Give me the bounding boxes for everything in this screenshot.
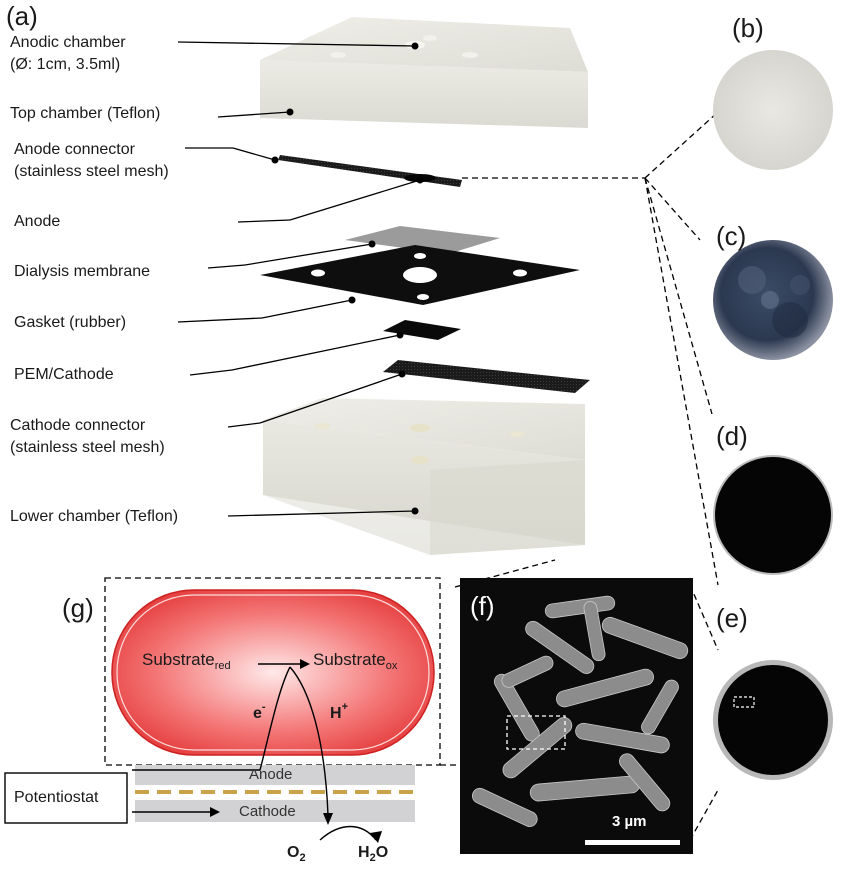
leader-dots <box>271 42 424 515</box>
sample-disc-d <box>715 457 831 573</box>
schematic-frame <box>104 577 441 766</box>
panel-label-d: (d) <box>716 421 748 451</box>
panel-label-e: (e) <box>716 603 748 633</box>
label-cathode-connector: Cathode connector <box>10 417 146 434</box>
substrate-ox-label: Substrateox <box>313 650 398 672</box>
sample-disc-b <box>713 50 833 170</box>
sample-disc-e <box>718 665 828 775</box>
label-top-chamber: Top chamber (Teflon) <box>10 105 161 122</box>
label-lower-chamber: Lower chamber (Teflon) <box>10 508 179 525</box>
electron-label: e- <box>253 701 266 722</box>
top-chamber-block <box>260 17 588 128</box>
bacterium-cell <box>111 589 435 756</box>
scale-bar-label: 3 µm <box>612 813 647 830</box>
panel-label-g: (g) <box>62 593 94 623</box>
cathode-bar-label: Cathode <box>239 803 296 820</box>
label-anodic-chamber: Anodic chamber <box>10 34 126 51</box>
potentiostat-label: Potentiostat <box>14 789 99 806</box>
flow-arrows <box>132 663 377 841</box>
proton-label: H+ <box>330 701 348 722</box>
leader-lines <box>177 41 421 517</box>
water-label: H2O <box>358 844 389 864</box>
label-anode-connector: Anode connector <box>14 141 135 158</box>
cathode-connector-mesh <box>383 360 590 393</box>
sample-dashed-lines <box>440 111 719 841</box>
lower-chamber-block <box>263 398 585 555</box>
gasket-sheet <box>260 245 580 305</box>
panel-label-a: (a) <box>6 1 38 31</box>
anode-bar-label: Anode <box>249 766 293 783</box>
label-dialysis-membrane: Dialysis membrane <box>14 263 151 280</box>
label-gasket: Gasket (rubber) <box>14 314 127 331</box>
pem-cathode-sheet <box>383 320 461 340</box>
sample-e-zoom-box <box>733 696 755 708</box>
label-cathode-connector-material: (stainless steel mesh) <box>10 439 165 456</box>
potentiostat-box <box>4 772 128 824</box>
panel-label-f: (f) <box>470 591 495 621</box>
oxygen-label: O2 <box>287 844 306 864</box>
dialysis-membrane-sheet <box>345 226 500 254</box>
label-anodic-chamber-size: (Ø: 1cm, 3.5ml) <box>10 56 121 73</box>
substrate-red-label: Substratered <box>142 650 231 672</box>
panel-label-c: (c) <box>716 221 747 251</box>
label-pem-cathode: PEM/Cathode <box>14 366 114 383</box>
anode-connector-mesh <box>278 155 462 187</box>
label-anode-connector-material: (stainless steel mesh) <box>14 163 169 180</box>
panel-label-b: (b) <box>732 13 764 43</box>
sample-disc-c-texture <box>738 266 810 338</box>
scale-bar <box>585 840 680 845</box>
label-anode: Anode <box>14 213 61 230</box>
sem-image <box>460 578 693 854</box>
cathode-bar <box>135 800 415 822</box>
arrow-heads <box>210 659 382 843</box>
